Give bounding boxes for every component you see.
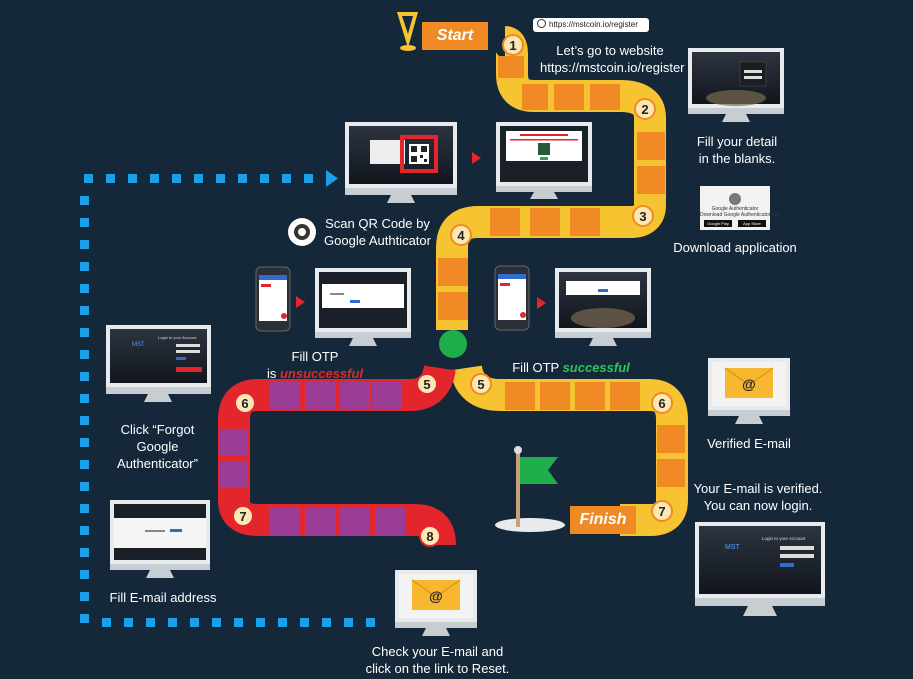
arrow-right-icon — [296, 296, 305, 308]
step-badge-5-right: 5 — [470, 373, 492, 395]
monitor-login: MST Login to your Account — [695, 522, 825, 616]
check-email-caption: Check your E-mail and click on the link … — [350, 643, 525, 677]
step2-line2: in the blanks. — [698, 151, 776, 166]
step-number: 1 — [509, 38, 516, 53]
gauth-badge — [288, 218, 316, 246]
step-badge-4: 4 — [450, 224, 472, 246]
step-number: 4 — [457, 228, 465, 243]
step-number: 5 — [423, 377, 430, 392]
step-badge-3: 3 — [632, 205, 654, 227]
step-badge-2: 2 — [634, 98, 656, 120]
otp-fail-prefix: is — [266, 366, 280, 381]
otp-ok-word: successful — [562, 360, 630, 375]
gauth-title: Google Authenticator — [711, 206, 759, 212]
forgot-line3: Authenticator” — [117, 456, 198, 471]
arrow-right-icon — [537, 297, 546, 309]
verified-done-caption: Your E-mail is verified. You can now log… — [683, 480, 833, 514]
svg-text:@: @ — [429, 588, 443, 604]
start-label: Start — [422, 22, 488, 50]
step1-line1: Let’s go to website — [556, 43, 664, 58]
url-bar: https://mstcoin.io/register — [533, 18, 649, 32]
otp-ok-prefix: Fill OTP — [512, 360, 563, 375]
step-badge-7-right: 7 — [651, 500, 673, 522]
svg-text:@: @ — [742, 376, 756, 392]
monitor-check-email: @ — [395, 570, 477, 636]
junction-dot — [439, 330, 467, 358]
monitor-register — [688, 48, 784, 122]
gauth-sub: Download Google Authenticator App — [700, 212, 781, 218]
otp-success-caption: Fill OTP successful — [506, 359, 636, 376]
arrow-right-icon — [472, 152, 481, 164]
check-line2: click on the link to Reset. — [365, 661, 510, 676]
step-badge-1: 1 — [502, 34, 524, 56]
forgot-caption: Click “Forgot Google Authenticator” — [100, 421, 215, 472]
phone-otp-fail — [255, 266, 291, 332]
return-dotted-path — [80, 170, 375, 627]
monitor-verified-email: @ — [708, 358, 790, 424]
step4-caption: Scan QR Code by Google Authticator — [310, 215, 445, 249]
store-apple-badge: App Store — [743, 221, 761, 226]
step-number: 5 — [477, 377, 484, 392]
step-number: 3 — [639, 209, 646, 224]
step-badge-6-right: 6 — [651, 392, 673, 414]
otp-fail-line1: Fill OTP — [291, 349, 339, 364]
monitor-otp-success — [555, 268, 651, 346]
step-number: 6 — [658, 396, 665, 411]
phone-otp-success — [494, 265, 530, 331]
monitor-forgot: MST Login to your Account — [106, 325, 211, 402]
fill-email-caption: Fill E-mail address — [109, 590, 217, 605]
step-number: 8 — [426, 529, 433, 544]
success-path — [450, 364, 688, 536]
step-badge-8: 8 — [419, 525, 441, 547]
flag-icon — [495, 446, 565, 532]
forgot-line1: Click “Forgot — [120, 422, 195, 437]
step4-line1: Scan QR Code by — [325, 216, 430, 231]
pin-icon — [397, 12, 418, 51]
mst-logo: MST — [725, 544, 741, 551]
verified-done-line1: Your E-mail is verified. — [693, 481, 823, 496]
qr-code-icon — [409, 144, 429, 164]
url-text: https://mstcoin.io/register — [549, 20, 638, 29]
verified-done-line2: You can now login. — [703, 498, 813, 513]
step4-line2: Google Authticator — [324, 233, 431, 248]
step-badge-6-left: 6 — [234, 392, 256, 414]
step2-caption: Fill your detail in the blanks. — [682, 133, 792, 167]
step2-line1: Fill your detail — [696, 134, 778, 149]
otp-fail-word: unsuccessful — [279, 366, 364, 381]
globe-icon — [537, 19, 546, 28]
google-authenticator-card — [700, 186, 770, 230]
step-badge-7-left: 7 — [232, 505, 254, 527]
mst-logo: MST — [132, 342, 145, 348]
step1-line2: https://mstcoin.io/register — [540, 60, 685, 75]
fail-path — [218, 364, 456, 547]
check-line1: Check your E-mail and — [371, 644, 504, 659]
email-envelope-icon: @ — [411, 579, 461, 610]
step-number: 2 — [641, 102, 648, 117]
step-badges: 1 2 3 4 5 5 6 6 7 7 8 — [232, 34, 673, 547]
monitor-otp-fail — [315, 268, 411, 346]
otp-fail-caption: Fill OTP is unsuccessful — [255, 348, 375, 382]
gauth-card-text: Google Authenticator Download Google Aut… — [700, 206, 781, 218]
email-envelope-icon: @ — [724, 367, 774, 398]
step-number: 7 — [239, 509, 246, 524]
finish-label: Finish — [570, 506, 636, 534]
step-number: 7 — [658, 504, 665, 519]
step-number: 6 — [241, 396, 248, 411]
monitor-fill-email — [110, 500, 210, 578]
google-authenticator-icon — [729, 193, 741, 205]
store-google-badge: Google Play — [707, 221, 729, 226]
login-title: Login to your Account — [158, 335, 197, 340]
login-title: Login to your Account — [762, 536, 806, 541]
monitor-qr-page — [345, 122, 457, 203]
verified-caption: Verified E-mail — [707, 436, 791, 451]
step-badge-5-left: 5 — [416, 373, 438, 395]
forgot-line2: Google — [136, 439, 179, 454]
monitor-qr-confirm — [496, 122, 592, 199]
step3-caption: Download application — [673, 240, 797, 255]
step1-caption: Let’s go to website https://mstcoin.io/r… — [540, 42, 685, 76]
